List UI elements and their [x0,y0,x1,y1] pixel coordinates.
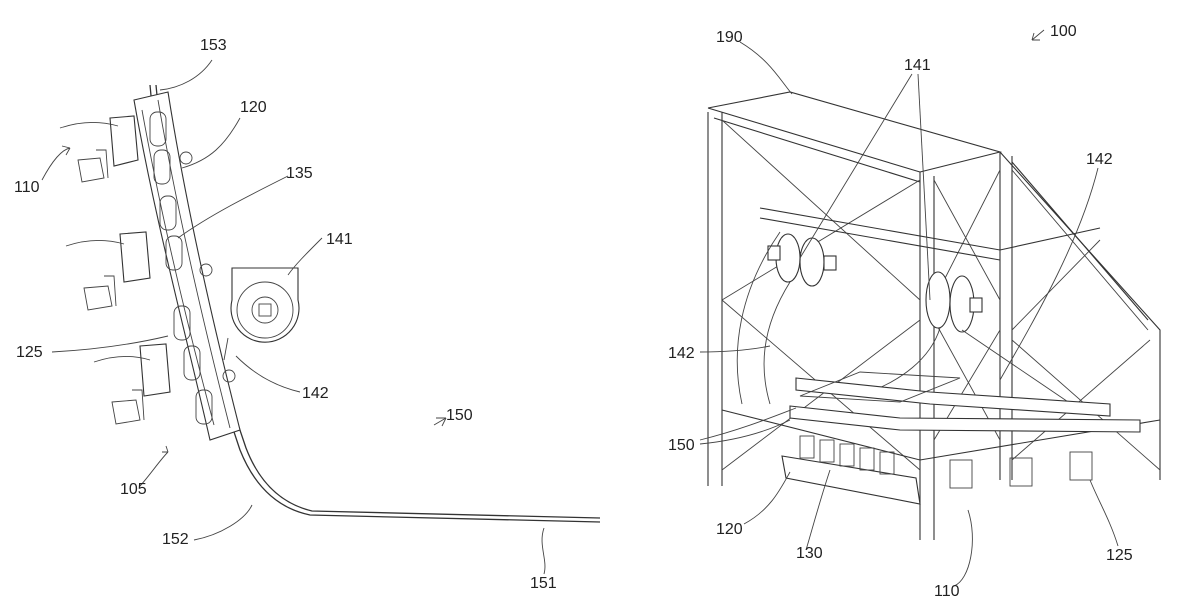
carriage-frame [133,91,241,441]
track-rail [149,84,601,523]
label-135: 135 [286,165,313,182]
winch-drum [223,267,300,361]
winch-drums [767,233,983,333]
seat-row-middle [65,231,151,311]
label-151: 151 [530,575,557,592]
label-141: 141 [326,231,353,248]
label-100: 100 [1050,23,1077,40]
label-150: 150 [446,407,473,424]
ride-vehicle [781,371,1141,505]
label-120: 120 [240,99,267,116]
right-leader-lines [699,29,1119,587]
left-leader-lines [41,59,546,575]
left-arrows [61,145,447,453]
label-150: 150 [668,437,695,454]
seat-row-bottom [93,343,171,425]
label-152: 152 [162,531,189,548]
label-110: 110 [14,179,40,196]
label-190: 190 [716,29,743,46]
right-figure: 100 190 141 142 142 150 120 130 110 125 [668,23,1161,600]
seat-row-top [59,115,139,183]
label-142-left: 142 [668,345,695,362]
right-arrows [1031,32,1040,41]
label-125: 125 [16,344,43,361]
label-130: 130 [796,545,823,562]
label-141: 141 [904,57,931,74]
label-142-top: 142 [1086,151,1113,168]
label-142: 142 [302,385,329,402]
left-figure: 153 120 135 141 110 125 142 150 105 152 … [14,37,601,592]
seat-row [799,435,1093,489]
label-120: 120 [716,521,743,538]
label-105: 105 [120,481,147,498]
truss-tower [707,91,1161,540]
label-125: 125 [1106,547,1133,564]
label-153: 153 [200,37,227,54]
label-110: 110 [934,583,960,600]
